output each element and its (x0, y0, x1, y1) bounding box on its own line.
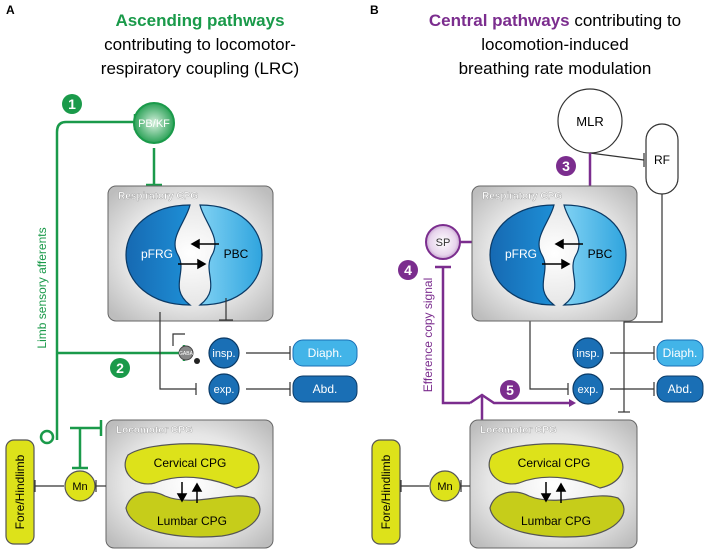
exp-label: exp. (578, 384, 599, 396)
rf-label: RF (654, 153, 670, 167)
lumbar-cpg-shape (489, 491, 625, 538)
pfrg-pbc-arrows (178, 238, 219, 270)
svg-text:1: 1 (68, 96, 76, 112)
sp-label: SP (436, 237, 451, 249)
pfrg-pbc-arrows (542, 238, 583, 270)
cervical-cpg-shape (488, 443, 624, 489)
svg-text:4: 4 (404, 262, 412, 278)
abd-label: Abd. (668, 382, 693, 396)
cervical-lumbar-arrows (176, 482, 203, 503)
mn-label: Mn (72, 481, 87, 493)
insp-node (572, 337, 604, 369)
pbc-label: PBC (588, 247, 613, 261)
lumbar-cpg-label: Lumbar CPG (157, 514, 227, 528)
insp-label: insp. (576, 348, 599, 360)
diaph-box (656, 339, 704, 367)
exp-node (208, 373, 240, 405)
marker-3 (556, 156, 576, 176)
gaba-terminal (194, 358, 200, 364)
panel-a-title-line2: contributing to locomotor- (104, 35, 296, 54)
insp-label: insp. (212, 348, 235, 360)
locomotor-cpg-label: Locomotor CPG (480, 425, 557, 436)
panel-b-title-line3: breathing rate modulation (459, 59, 652, 78)
locomotor-cpg-label: Locomotor CPG (116, 425, 193, 436)
mn-label: Mn (437, 481, 452, 493)
insp-node (208, 337, 240, 369)
afferent-terminal (39, 429, 55, 445)
motor-output-lines (400, 480, 470, 492)
pbc-lobe (198, 204, 263, 306)
svg-text:3: 3 (562, 158, 570, 174)
marker-2 (110, 358, 130, 378)
limb-label: Fore/Hindlimb (379, 454, 393, 529)
panel-b-letter: B (370, 3, 379, 17)
panel-b-title-line2: locomotion-induced (481, 35, 628, 54)
efference-copy-label: Efference copy signal (421, 278, 435, 393)
panel-a-title-line3: respiratory coupling (LRC) (101, 59, 299, 78)
motor-output-lines (34, 480, 106, 492)
respiratory-cpg-label: Respiratory CPG (482, 191, 562, 202)
limb-box (371, 439, 401, 545)
pfrg-label: pFRG (141, 247, 173, 261)
cervical-lumbar-arrows (540, 482, 567, 503)
diaph-label: Diaph. (663, 346, 698, 360)
cervical-cpg-label: Cervical CPG (154, 456, 227, 470)
limb-sensory-afferents-label: Limb sensory afferents (35, 227, 49, 348)
respiratory-cpg-label: Respiratory CPG (118, 191, 198, 202)
cervical-cpg-shape (124, 443, 260, 489)
limb-label: Fore/Hindlimb (13, 454, 27, 529)
pfrg-lobe (489, 204, 556, 306)
efference-arrowhead (569, 399, 576, 407)
marker-1 (62, 94, 82, 114)
panel-a-title-bold: Ascending pathways (115, 11, 284, 30)
afferent-pathway (55, 114, 186, 470)
pbc-label: PBC (224, 247, 249, 261)
panel-b: B Central pathways contributing to locom… (370, 3, 704, 549)
exp-node (572, 373, 604, 405)
marker-4 (398, 260, 418, 280)
mn-node (64, 470, 96, 502)
marker-5 (500, 380, 520, 400)
lumbar-cpg-label: Lumbar CPG (521, 514, 591, 528)
svg-text:2: 2 (116, 360, 124, 376)
panel-a-letter: A (6, 3, 15, 17)
limb-box (5, 439, 35, 545)
gaba-node (178, 345, 194, 361)
abd-label: Abd. (313, 382, 338, 396)
panel-a: A Ascending pathways contributing to loc… (5, 3, 358, 549)
lumbar-cpg-shape (125, 491, 261, 538)
pfrg-lobe (125, 204, 192, 306)
mn-node (429, 470, 461, 502)
diaph-label: Diaph. (308, 346, 343, 360)
gaba-label: GABA (179, 351, 194, 357)
pbkf-label: PB/KF (138, 118, 170, 130)
panel-b-title-line1: Central pathways contributing to (429, 11, 681, 30)
mlr-label: MLR (576, 114, 603, 129)
exp-label: exp. (214, 384, 235, 396)
pbc-lobe (562, 204, 627, 306)
cervical-cpg-label: Cervical CPG (518, 456, 591, 470)
pfrg-label: pFRG (505, 247, 537, 261)
abd-box (292, 375, 358, 403)
svg-text:5: 5 (506, 382, 514, 398)
diaph-box (292, 339, 358, 367)
abd-box (656, 375, 704, 403)
cpg-output-lines (159, 298, 291, 396)
pbkf-node (133, 102, 175, 144)
